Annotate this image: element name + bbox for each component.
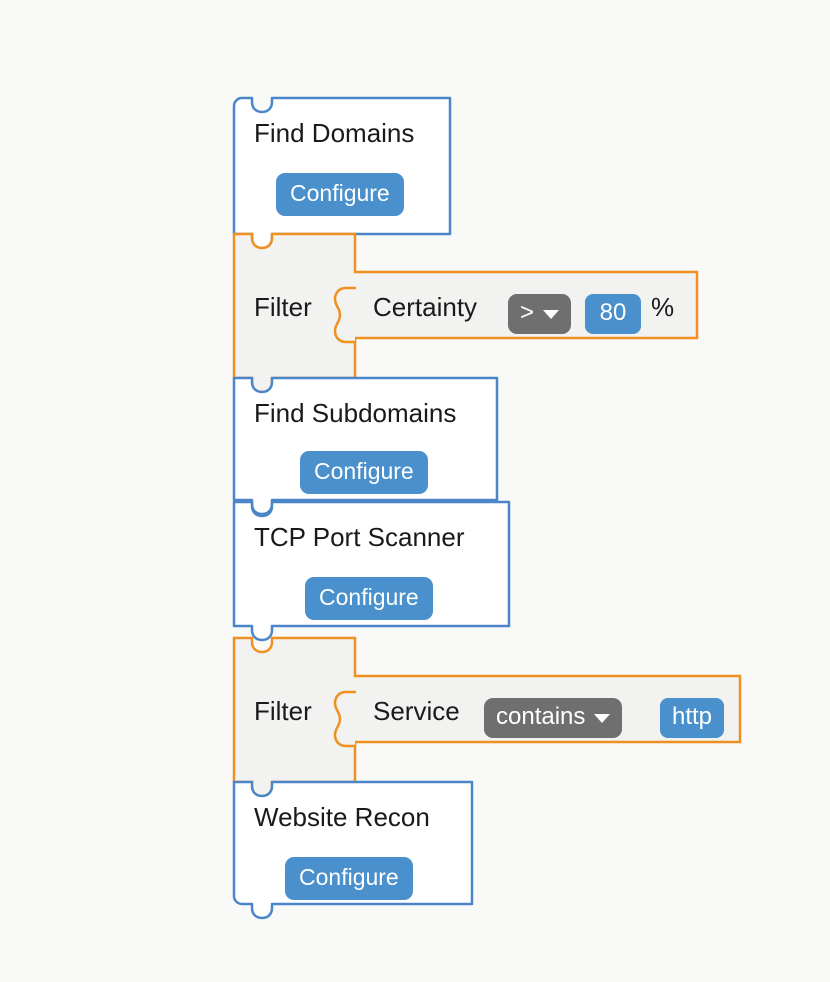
configure-button[interactable]: Configure	[285, 857, 413, 900]
configure-button[interactable]: Configure	[300, 451, 428, 494]
operator-value: >	[520, 299, 535, 326]
value-input-socket-certainty	[333, 286, 357, 344]
block-find-domains[interactable]: Find Domains Configure	[228, 92, 468, 250]
block-shape-find-subdomains	[232, 376, 499, 516]
block-filter-certainty[interactable]: Filter Certainty > 80 %	[228, 228, 708, 394]
configure-button[interactable]: Configure	[305, 577, 433, 620]
configure-button[interactable]: Configure	[276, 173, 404, 216]
operator-value: contains	[496, 703, 586, 730]
block-filter-service[interactable]: Filter Service contains http	[228, 632, 753, 798]
operator-dropdown-certainty[interactable]: >	[508, 294, 572, 334]
chevron-down-icon	[543, 309, 560, 319]
block-shape-tcp-port-scanner	[232, 500, 511, 642]
block-website-recon[interactable]: Website Recon Configure	[228, 776, 488, 926]
certainty-value-field[interactable]: 80	[585, 294, 641, 334]
operator-dropdown-service[interactable]: contains	[484, 698, 623, 738]
chevron-down-icon	[594, 713, 611, 723]
block-tcp-port-scanner[interactable]: TCP Port Scanner Configure	[228, 496, 528, 642]
service-value-field[interactable]: http	[660, 698, 725, 738]
value-input-socket-service	[333, 690, 357, 748]
